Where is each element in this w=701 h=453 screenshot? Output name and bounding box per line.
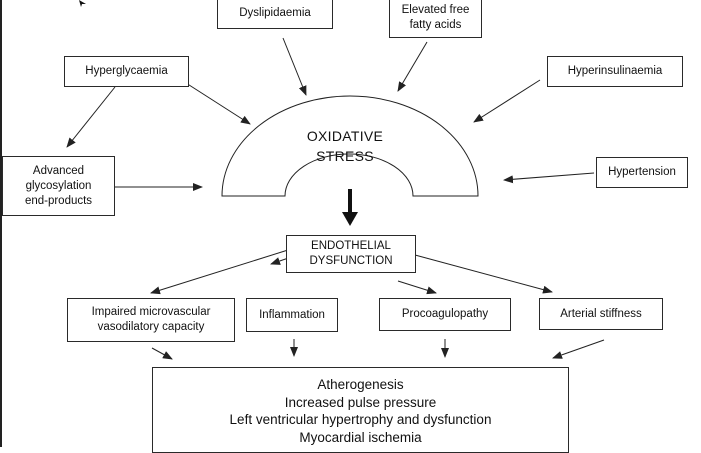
microvascular-box: Impaired microvascular vasodilatory capa… (67, 298, 235, 342)
dyslipidaemia-label: Dyslipidaemia (239, 6, 311, 19)
hyperinsulinaemia-label: Hyperinsulinaemia (567, 65, 663, 77)
age-products-label: Advanced glycosylation end-products (24, 164, 93, 207)
procoagulopathy-box: Procoagulopathy (379, 298, 511, 331)
endothelial-dysfunction-label: ENDOTHELIAL DYSFUNCTION (309, 240, 393, 267)
free-fatty-acids-box: Elevated free fatty acids (389, 0, 482, 38)
endothelial-dysfunction-box: ENDOTHELIAL DYSFUNCTION (286, 235, 416, 273)
inflammation-label: Inflammation (259, 308, 325, 321)
outcome-pulse-pressure: Increased pulse pressure (284, 394, 437, 410)
arrowhead-central (342, 212, 358, 226)
arrow-stiffness-to-outcomes (552, 339, 605, 359)
arrow-to-procoagulopathy (397, 280, 437, 295)
outcome-myocardial-ischemia: Myocardial ischemia (299, 429, 422, 445)
left-border (0, 0, 2, 447)
arrow-microvascular-to-outcomes (151, 347, 173, 360)
procoagulopathy-label: Procoagulopathy (401, 308, 489, 320)
arrow-hyperinsulinaemia (473, 79, 541, 123)
arrow-hyperglycaemia (185, 82, 251, 125)
outcomes-box: Atherogenesis Increased pulse pressure L… (152, 367, 569, 453)
arrow-fatty-acids (397, 41, 428, 92)
hyperglycaemia-label: Hyperglycaemia (85, 65, 168, 77)
dyslipidaemia-box: Dyslipidaemia (217, 0, 333, 29)
outcome-atherogenesis: Atherogenesis (317, 377, 404, 392)
oxidative-stress-label: OXIDATIVE STRESS (306, 128, 384, 164)
mouse-cursor-icon (79, 0, 86, 7)
hyperinsulinaemia-box: Hyperinsulinaemia (547, 56, 683, 87)
hyperglycaemia-box: Hyperglycaemia (64, 56, 189, 87)
arrow-to-microvascular (150, 249, 289, 295)
microvascular-label: Impaired microvascular vasodilatory capa… (91, 306, 211, 333)
free-fatty-acids-label: Elevated free fatty acids (401, 3, 470, 31)
arrow-to-arterial-stiffness (414, 254, 553, 294)
inflammation-box: Inflammation (246, 298, 338, 332)
arterial-stiffness-box: Arterial stiffness (539, 298, 663, 330)
arterial-stiffness-label: Arterial stiffness (560, 307, 642, 320)
hypertension-label: Hypertension (608, 166, 676, 178)
outcome-lv-hypertrophy: Left ventricular hypertrophy and dysfunc… (229, 412, 492, 427)
hypertension-box: Hypertension (596, 157, 688, 188)
arrow-hypertension (503, 172, 595, 184)
age-products-box: Advanced glycosylation end-products (2, 156, 115, 216)
arrow-hyperglycaemia-to-age (66, 86, 116, 148)
arrow-dyslipidaemia (282, 37, 307, 96)
oxidative-stress-arch (221, 95, 479, 197)
